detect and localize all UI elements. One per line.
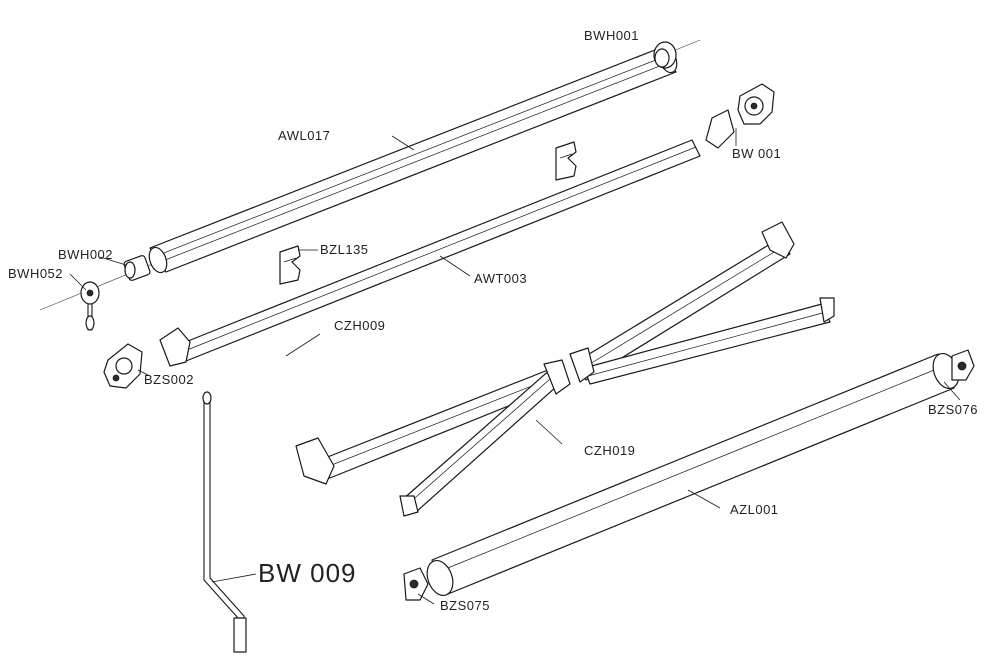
clip-bzl135 — [279, 245, 301, 285]
end-bracket-bw001 — [737, 83, 775, 125]
end-cap-bzs076 — [951, 349, 975, 381]
end-cap-bwh001 — [653, 41, 677, 69]
roller-tube-azl001 — [426, 352, 960, 597]
end-plug-bwh002 — [123, 255, 151, 281]
label-czh019: CZH019 — [584, 443, 635, 458]
bracket-bwh052 — [80, 281, 100, 331]
roller-tube-awl017 — [39, 39, 701, 311]
arm-upper — [569, 221, 835, 385]
end-bracket-bzs002 — [103, 343, 143, 389]
label-bwh052: BWH052 — [8, 266, 63, 281]
label-czh009: CZH009 — [334, 318, 385, 333]
label-bzl135: BZL135 — [320, 242, 369, 257]
label-bzs002: BZS002 — [144, 372, 194, 387]
crank-handle-bw009 — [202, 391, 247, 653]
label-bwh001: BWH001 — [584, 28, 639, 43]
label-bzs075: BZS075 — [440, 598, 490, 613]
label-bw001: BW 001 — [732, 146, 781, 161]
label-azl001: AZL001 — [730, 502, 779, 517]
clip-upper — [555, 141, 577, 181]
front-bar-awt003 — [159, 109, 735, 367]
label-bzs076: BZS076 — [928, 402, 978, 417]
label-bw009: BW 009 — [258, 558, 357, 588]
label-awl017: AWL017 — [278, 128, 330, 143]
end-cap-bzs075 — [403, 567, 429, 601]
label-awt003: AWT003 — [474, 271, 527, 286]
arm-lower — [295, 359, 571, 517]
label-bwh002: BWH002 — [58, 247, 113, 262]
leader-lines — [69, 128, 961, 605]
